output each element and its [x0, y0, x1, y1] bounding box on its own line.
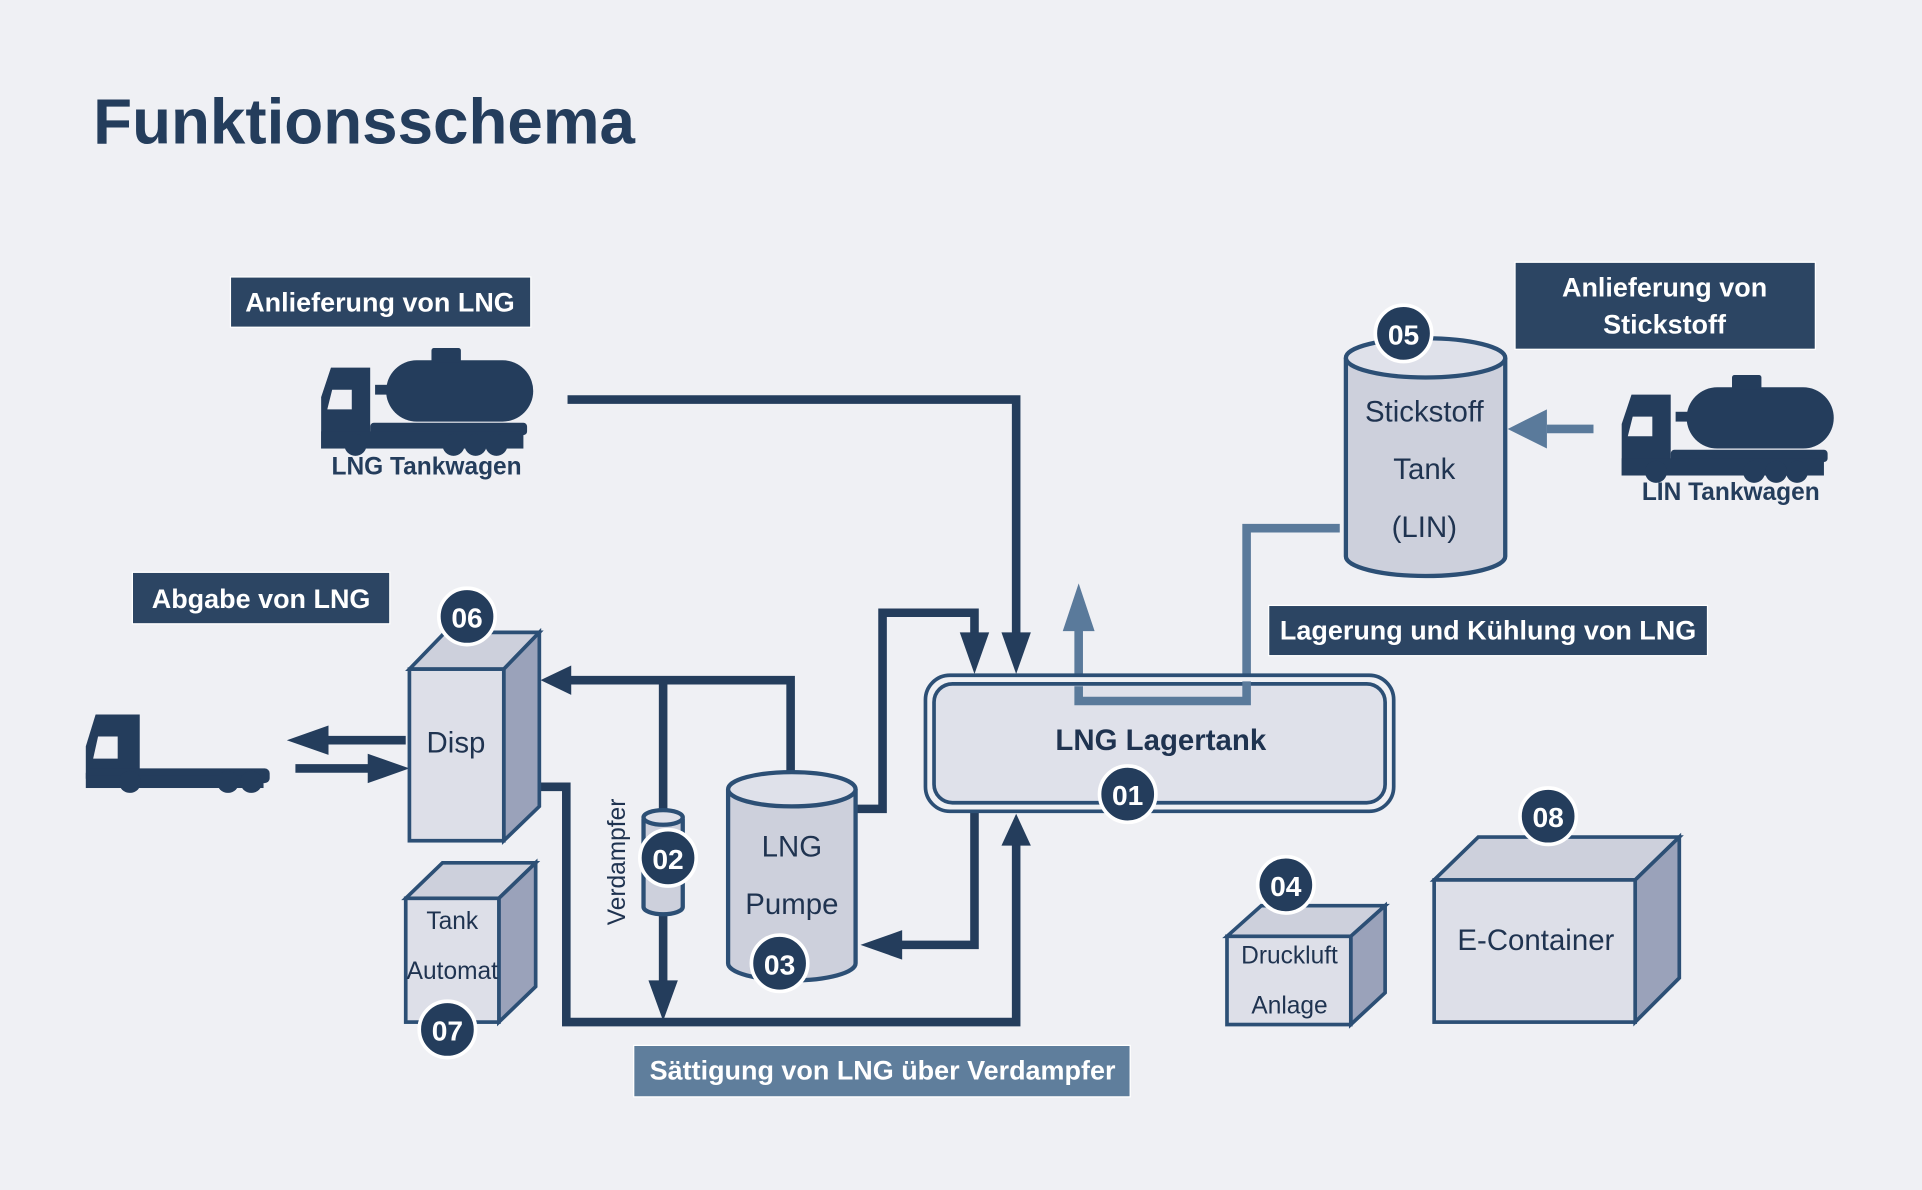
component-07-line2: Automat	[407, 958, 498, 985]
component-05-nitrogen-tank[interactable]: Stickstoff Tank (LIN) 05	[1343, 303, 1508, 579]
badge-01-number: 01	[1112, 779, 1143, 811]
badge-07	[417, 999, 478, 1060]
label-dispense-lng: Abgabe von LNG	[131, 571, 391, 625]
label-delivery-nitrogen-line1: Anlieferung von	[1562, 273, 1767, 303]
pipe-pump-to-dispenser	[557, 675, 795, 780]
arrow-down-icon	[959, 632, 990, 675]
arrow-left-icon	[286, 725, 329, 755]
badge-03-number: 03	[764, 948, 795, 980]
badge-05	[1373, 303, 1434, 364]
label-dispense-lng-text: Abgabe von LNG	[152, 584, 371, 614]
component-03-line1: LNG	[762, 831, 822, 864]
page-title: Funktionsschema	[93, 85, 635, 157]
label-saturation: Sättigung von LNG über Verdampfer	[633, 1044, 1131, 1098]
badge-08-number: 08	[1532, 801, 1563, 833]
component-06-name: Disp	[427, 726, 486, 759]
component-05-line1: Stickstoff	[1365, 396, 1485, 429]
pipe-lng-delivery	[567, 395, 1021, 650]
arrow-left-icon	[1507, 409, 1547, 449]
pipe-dispenser-return	[524, 782, 1021, 1027]
lin-truck-caption: LIN Tankwagen	[1642, 479, 1820, 506]
component-04-line2: Anlage	[1251, 993, 1327, 1020]
component-04-line1: Druckluft	[1241, 942, 1338, 969]
label-saturation-text: Sättigung von LNG über Verdampfer	[650, 1056, 1116, 1086]
arrow-down-icon	[1001, 632, 1031, 675]
component-05-line2: Tank	[1393, 453, 1455, 486]
badge-02	[638, 827, 699, 888]
badge-06-number: 06	[451, 601, 482, 633]
label-storage-cooling: Lagerung und Kühlung von LNG	[1268, 604, 1709, 657]
badge-04-number: 04	[1270, 870, 1302, 902]
component-06-dispenser[interactable]: Disp 06	[405, 586, 544, 846]
component-03-lng-pump[interactable]: LNG Pumpe 03	[725, 769, 858, 994]
component-05-line3: (LIN)	[1392, 511, 1457, 544]
lng-tanker-truck: LNG Tankwagen	[321, 348, 534, 480]
arrow-up-icon	[1062, 583, 1095, 632]
badge-08	[1518, 786, 1579, 847]
component-02-name: Verdampfer	[604, 799, 631, 926]
badge-03	[749, 933, 810, 994]
component-01-lng-storage-tank[interactable]: LNG Lagertank 01	[923, 673, 1396, 825]
tanker-truck-icon	[321, 348, 534, 456]
badge-06	[436, 586, 498, 647]
component-03-line2: Pumpe	[745, 888, 838, 921]
component-07-tank-automat[interactable]: Tank Automat 07	[401, 858, 541, 1060]
tanker-truck-icon	[1621, 375, 1834, 483]
customer-truck-icon	[85, 714, 270, 793]
arrow-left-icon	[540, 665, 572, 695]
badge-07-number: 07	[432, 1014, 463, 1046]
component-04-compressed-air[interactable]: Druckluft Anlage 04	[1222, 854, 1390, 1029]
arrow-right-icon	[367, 753, 410, 784]
pipe-pump-return	[855, 608, 979, 814]
label-delivery-nitrogen-line2: Stickstoff	[1603, 309, 1727, 339]
lin-tanker-truck: LIN Tankwagen	[1621, 375, 1834, 506]
component-01-name: LNG Lagertank	[1055, 724, 1266, 757]
arrow-left-icon	[860, 930, 903, 960]
label-delivery-nitrogen: Anlieferung von Stickstoff	[1514, 261, 1816, 350]
component-02-vaporizer[interactable]: Verdampfer 02	[604, 799, 699, 926]
label-storage-cooling-text: Lagerung und Kühlung von LNG	[1280, 616, 1696, 646]
cooling-coil	[1074, 681, 1251, 706]
badge-01	[1097, 764, 1158, 825]
lng-truck-caption: LNG Tankwagen	[331, 453, 521, 480]
component-07-line1: Tank	[426, 908, 479, 935]
arrow-up-icon	[1001, 813, 1031, 846]
badge-05-number: 05	[1388, 318, 1419, 350]
component-08-e-container[interactable]: E-Container 08	[1429, 786, 1684, 1027]
arrow-down-icon	[648, 980, 678, 1021]
pipe-tank-to-pump	[882, 808, 979, 950]
label-delivery-lng: Anlieferung von LNG	[229, 276, 532, 328]
badge-02-number: 02	[652, 843, 683, 875]
label-delivery-lng-text: Anlieferung von LNG	[245, 287, 515, 317]
badge-04	[1255, 854, 1316, 915]
component-08-name: E-Container	[1457, 924, 1614, 957]
